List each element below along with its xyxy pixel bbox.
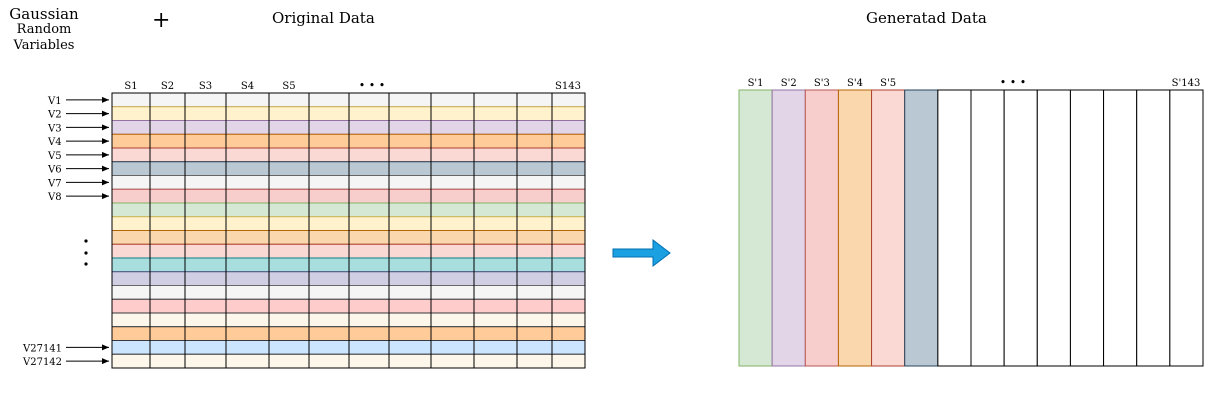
generated-column-header: S'5 <box>880 78 896 89</box>
plus-sign: + <box>152 8 171 33</box>
caption-line3: Variables <box>13 38 75 53</box>
row-label: V2 <box>47 110 62 121</box>
caption-line2: Random <box>16 22 72 37</box>
column-header: S3 <box>199 81 212 92</box>
generated-column <box>970 89 1005 367</box>
row-label: V4 <box>47 137 62 148</box>
row-label: V8 <box>47 192 62 203</box>
column-header: S2 <box>161 81 174 92</box>
row-ellipsis-dot <box>84 262 88 266</box>
generated-column <box>1103 89 1138 367</box>
column-header: S4 <box>241 81 254 92</box>
row-ellipsis-dot <box>84 239 88 243</box>
generated-column <box>837 89 873 367</box>
row-label: V7 <box>47 178 62 189</box>
generated-data-title: Generatad Data <box>866 9 987 27</box>
generated-column-header-last: S'143 <box>1172 78 1201 89</box>
gaussian-caption: Gaussian Random Variables <box>8 6 80 54</box>
generated-column <box>1136 89 1171 367</box>
generated-column <box>1003 89 1038 367</box>
column-header: S1 <box>124 81 137 92</box>
generated-column <box>771 89 806 367</box>
row-ellipsis-dot <box>84 251 88 255</box>
generated-column-header: S'1 <box>748 78 764 89</box>
generated-column-header: S'4 <box>847 78 863 89</box>
row-label: V3 <box>47 123 62 134</box>
original-grid-border <box>111 92 586 369</box>
row-label-tail: V27142 <box>22 357 62 368</box>
transform-arrow <box>612 238 671 268</box>
row-label-tail: V27141 <box>22 343 62 354</box>
generated-column <box>904 89 939 367</box>
generated-column <box>804 89 839 367</box>
generated-column <box>1069 89 1105 367</box>
generated-column-ellipsis: • • • <box>1000 76 1026 89</box>
generated-column <box>871 89 906 367</box>
row-label: V1 <box>47 96 62 107</box>
row-label: V5 <box>47 151 62 162</box>
generated-column-header: S'3 <box>814 78 830 89</box>
original-data-title: Original Data <box>272 9 375 27</box>
generated-column <box>738 89 773 367</box>
generated-column <box>1036 89 1071 367</box>
caption-line1: Gaussian <box>9 5 79 23</box>
row-label: V6 <box>47 165 62 176</box>
generated-column-header: S'2 <box>781 78 797 89</box>
generated-column <box>937 89 972 367</box>
generated-column <box>1169 89 1204 367</box>
column-ellipsis: • • • <box>359 79 385 92</box>
column-header: S5 <box>282 81 295 92</box>
column-header-last: S143 <box>555 81 581 92</box>
